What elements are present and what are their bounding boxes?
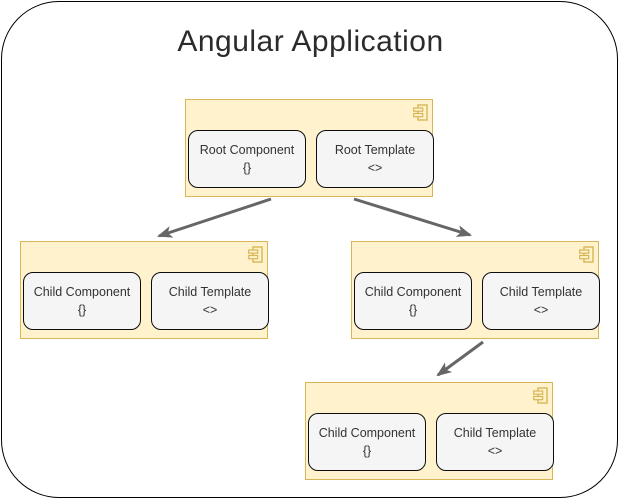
node-label: Child Component	[364, 285, 462, 299]
node-label: Child Component	[33, 285, 131, 299]
node-root-template: Root Template <>	[316, 130, 434, 188]
node-symbol: {}	[242, 161, 252, 175]
uml-component-icon	[413, 104, 428, 121]
diagram-title: Angular Application	[177, 25, 444, 58]
node-symbol: <>	[487, 444, 503, 458]
node-symbol: {}	[408, 303, 418, 317]
node-symbol: {}	[77, 303, 87, 317]
container-child-bottom: Child Component {} Child Template <>	[305, 382, 554, 480]
node-child-bottom-component: Child Component {}	[308, 413, 426, 471]
node-label: Child Template	[168, 285, 252, 299]
uml-component-icon	[248, 246, 263, 263]
node-symbol: <>	[367, 161, 383, 175]
uml-component-icon	[579, 246, 594, 263]
node-child-bottom-template: Child Template <>	[436, 413, 554, 471]
node-symbol: <>	[202, 303, 218, 317]
node-label: Root Template	[334, 143, 416, 157]
node-child-left-component: Child Component {}	[23, 272, 141, 330]
uml-component-icon	[533, 387, 548, 404]
container-child-right: Child Component {} Child Template <>	[351, 241, 600, 339]
node-symbol: {}	[362, 444, 372, 458]
node-root-component: Root Component {}	[188, 130, 306, 188]
container-child-left: Child Component {} Child Template <>	[20, 241, 269, 339]
node-label: Root Component	[199, 143, 295, 157]
node-child-right-component: Child Component {}	[354, 272, 472, 330]
container-root: Root Component {} Root Template <>	[185, 99, 434, 197]
node-child-left-template: Child Template <>	[151, 272, 269, 330]
node-label: Child Template	[453, 426, 537, 440]
node-label: Child Template	[499, 285, 583, 299]
node-child-right-template: Child Template <>	[482, 272, 600, 330]
node-symbol: <>	[533, 303, 549, 317]
node-label: Child Component	[318, 426, 416, 440]
